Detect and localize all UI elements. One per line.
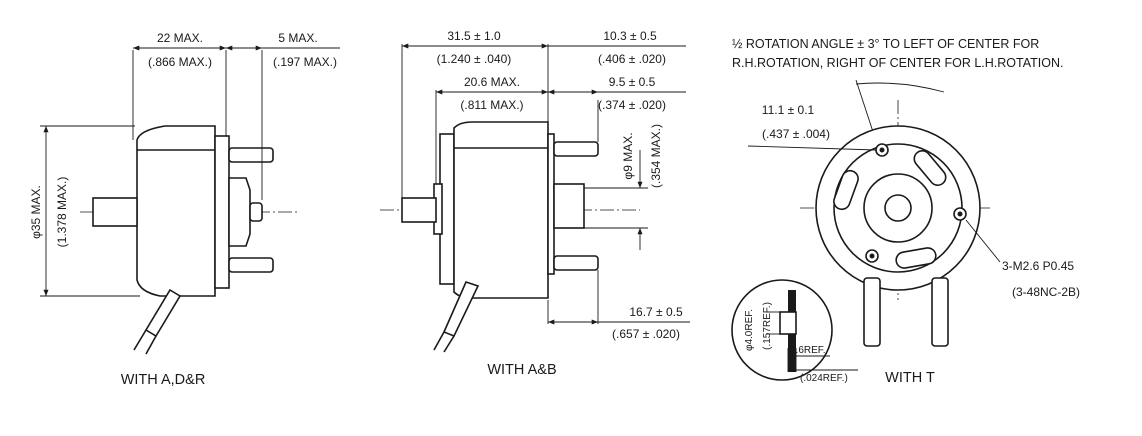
view-t-detail-hole [779, 311, 797, 335]
view-a-caption: WITH A,D&R [121, 372, 206, 388]
view-b-dim-hub: φ9 MAX. [621, 132, 635, 179]
view-a-dim-dia: φ35 MAX. [29, 185, 43, 239]
view-b: 31.5 ± 1.0 (1.240 ± .040) 10.3 ± 0.5 (.4… [380, 29, 690, 378]
view-t-shaft-end [884, 194, 912, 222]
view-t-screw-hole-1-core [879, 147, 885, 153]
view-t-slot-left [833, 169, 859, 211]
view-t-note-line1: ½ ROTATION ANGLE ± 3° TO LEFT OF CENTER … [732, 37, 1039, 51]
view-b-dim-bottom-in: (.657 ± .020) [612, 327, 680, 341]
view-a-dim-dia-in: (1.378 MAX.) [55, 177, 69, 248]
view-t-dim-hole: 11.1 ± 0.1 [762, 103, 815, 117]
view-a-lead-end [133, 329, 157, 355]
view-t-detail-thk-in: (.024REF.) [800, 373, 848, 384]
view-a-dim-shaft-in: (.197 MAX.) [273, 55, 337, 69]
view-t-hub-ring [863, 173, 933, 243]
view-b-shaft [401, 197, 437, 223]
view-b-dim-mid: 9.5 ± 0.5 [609, 75, 656, 89]
view-t-slot-bottom [895, 247, 937, 269]
view-t-screw-hole-2-core [957, 211, 963, 217]
view-a-terminal-bottom [228, 257, 274, 273]
view-b-dim-hub-in: (.354 MAX.) [649, 124, 663, 188]
view-a-dim-length: 22 MAX. [157, 31, 203, 45]
view-b-caption: WITH A&B [487, 362, 556, 378]
view-b-dim-top: 10.3 ± 0.5 [603, 29, 657, 43]
view-b-dim-overall: 31.5 ± 1.0 [447, 29, 501, 43]
view-a-lead-wire [144, 288, 182, 338]
view-t-terminal-left [863, 277, 881, 347]
view-a-terminal-top [228, 147, 274, 163]
view-t-hole-leader [747, 145, 877, 151]
view-t-detail-dia: φ4.0REF. [744, 309, 755, 351]
view-b-rear-plate [547, 133, 555, 275]
view-a-dim-length-in: (.866 MAX.) [148, 55, 212, 69]
view-b-dim-bottom: 16.7 ± 0.5 [629, 305, 683, 319]
view-b-dim-body: 20.6 MAX. [464, 75, 520, 89]
view-t-caption: WITH T [885, 370, 935, 386]
view-t-detail-thk: 0.6REF. [790, 345, 826, 356]
view-b-dim-overall-in: (1.240 ± .040) [437, 52, 512, 66]
view-b-dim-top-in: (.406 ± .020) [598, 52, 666, 66]
view-b-dim-mid-in: (.374 ± .020) [598, 98, 666, 112]
view-t-slot-top [913, 150, 947, 186]
view-t-screw: 3-M2.6 P0.45 [1002, 259, 1074, 273]
view-t-dim-hole-in: (.437 ± .004) [762, 127, 830, 141]
view-t-terminal-right [931, 277, 949, 347]
view-a-shaft [92, 197, 138, 227]
view-b-terminal-bottom [553, 255, 599, 271]
view-a-hub [228, 177, 251, 247]
view-t: ½ ROTATION ANGLE ± 3° TO LEFT OF CENTER … [731, 37, 1080, 386]
view-a-nub [249, 202, 263, 222]
view-a: 22 MAX. (.866 MAX.) 5 MAX. (.197 MAX.) φ… [29, 31, 340, 388]
view-t-note-line2: R.H.ROTATION, RIGHT OF CENTER FOR L.H.RO… [732, 56, 1063, 70]
view-b-hub [553, 183, 585, 229]
view-t-detail-dia-in: (.157REF.) [762, 302, 773, 350]
view-a-rear-plate [214, 135, 230, 289]
view-t-screw-leader [965, 219, 1001, 263]
view-b-lead-end [433, 331, 455, 353]
view-t-rotation-arc [855, 82, 945, 93]
view-t-screw-alt: (3-48NC-2B) [1012, 285, 1080, 299]
view-b-dim-body-in: (.811 MAX.) [460, 98, 523, 112]
view-t-screw-hole-3-core [869, 253, 875, 259]
view-b-terminal-top [553, 141, 599, 157]
view-a-dim-shaft: 5 MAX. [278, 31, 317, 45]
view-a-motor-body [136, 125, 216, 297]
view-b-motor-body [453, 121, 549, 299]
